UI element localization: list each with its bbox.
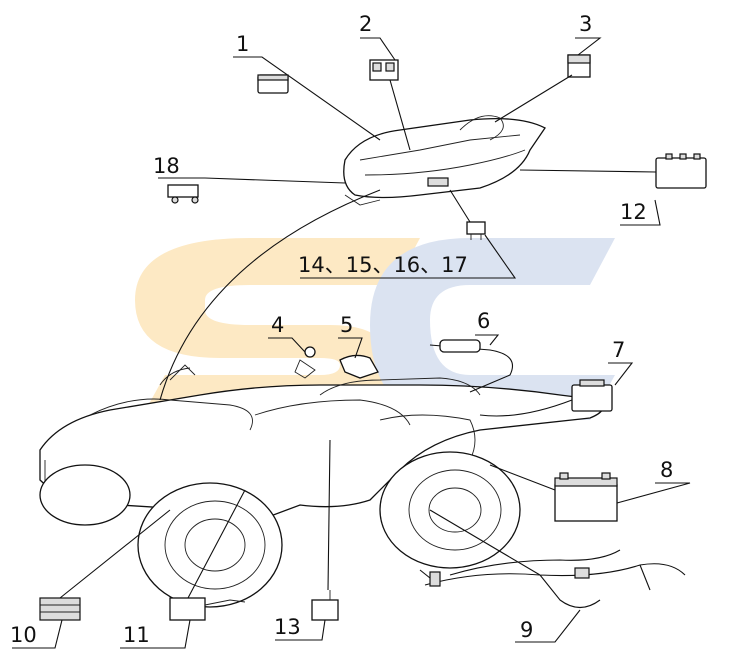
- callout-7: 7: [612, 338, 625, 362]
- watermark-logo: [135, 238, 615, 420]
- callout-labels: 1 2 3 18 12 14、15、16、17 4 5 6 7 8 9 10 1…: [10, 12, 673, 647]
- atv-vehicle: [39, 364, 604, 608]
- callout-10: 10: [10, 623, 37, 647]
- front-wheel: [137, 482, 283, 608]
- callout-1: 1: [236, 32, 249, 56]
- callout-9: 9: [520, 618, 533, 642]
- part-3-relay: [567, 54, 591, 78]
- callout-5: 5: [340, 313, 353, 337]
- callout-11: 11: [123, 623, 150, 647]
- part-11-coil: [169, 597, 246, 621]
- part-14-17-fuse: [466, 221, 486, 240]
- part-1-relay: [257, 74, 289, 94]
- part-5-switch: [339, 354, 379, 379]
- part-7-relay: [571, 379, 613, 412]
- leader-lines: [12, 37, 691, 649]
- callout-3: 3: [579, 12, 592, 36]
- callout-13: 13: [274, 615, 301, 639]
- part-10-regulator: [39, 597, 81, 621]
- callout-8: 8: [660, 458, 673, 482]
- callout-12: 12: [620, 200, 647, 224]
- part-13-connector: [311, 590, 339, 621]
- callout-4: 4: [271, 313, 284, 337]
- callout-18: 18: [153, 154, 180, 178]
- part-6-sensor: [429, 339, 514, 393]
- part-9-wiring-harness: [419, 549, 686, 609]
- part-18-switch: [167, 184, 199, 204]
- part-8-battery: [554, 472, 618, 522]
- callout-2: 2: [359, 12, 372, 36]
- callout-6: 6: [477, 309, 490, 333]
- part-2-relay: [369, 59, 399, 81]
- callout-14-17: 14、15、16、17: [298, 253, 468, 277]
- rear-wheel: [379, 451, 521, 569]
- part-12-module: [655, 153, 707, 189]
- handlebar-cover: [343, 115, 546, 206]
